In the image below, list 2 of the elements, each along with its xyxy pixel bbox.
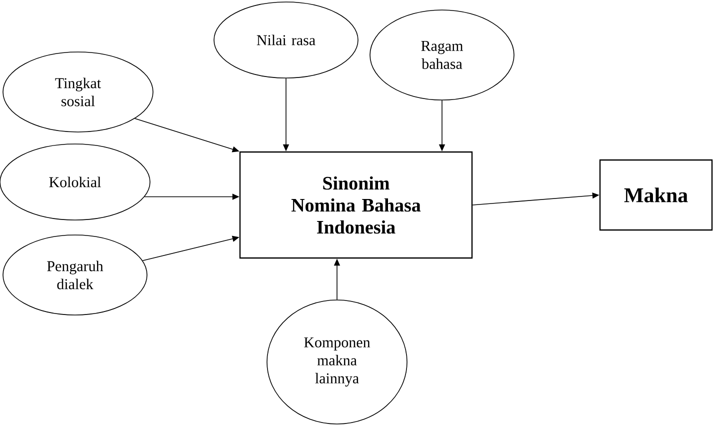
concept-box: Sinonim Nomina Bahasa Indonesia bbox=[239, 151, 473, 259]
concept-box: Makna bbox=[599, 159, 713, 231]
